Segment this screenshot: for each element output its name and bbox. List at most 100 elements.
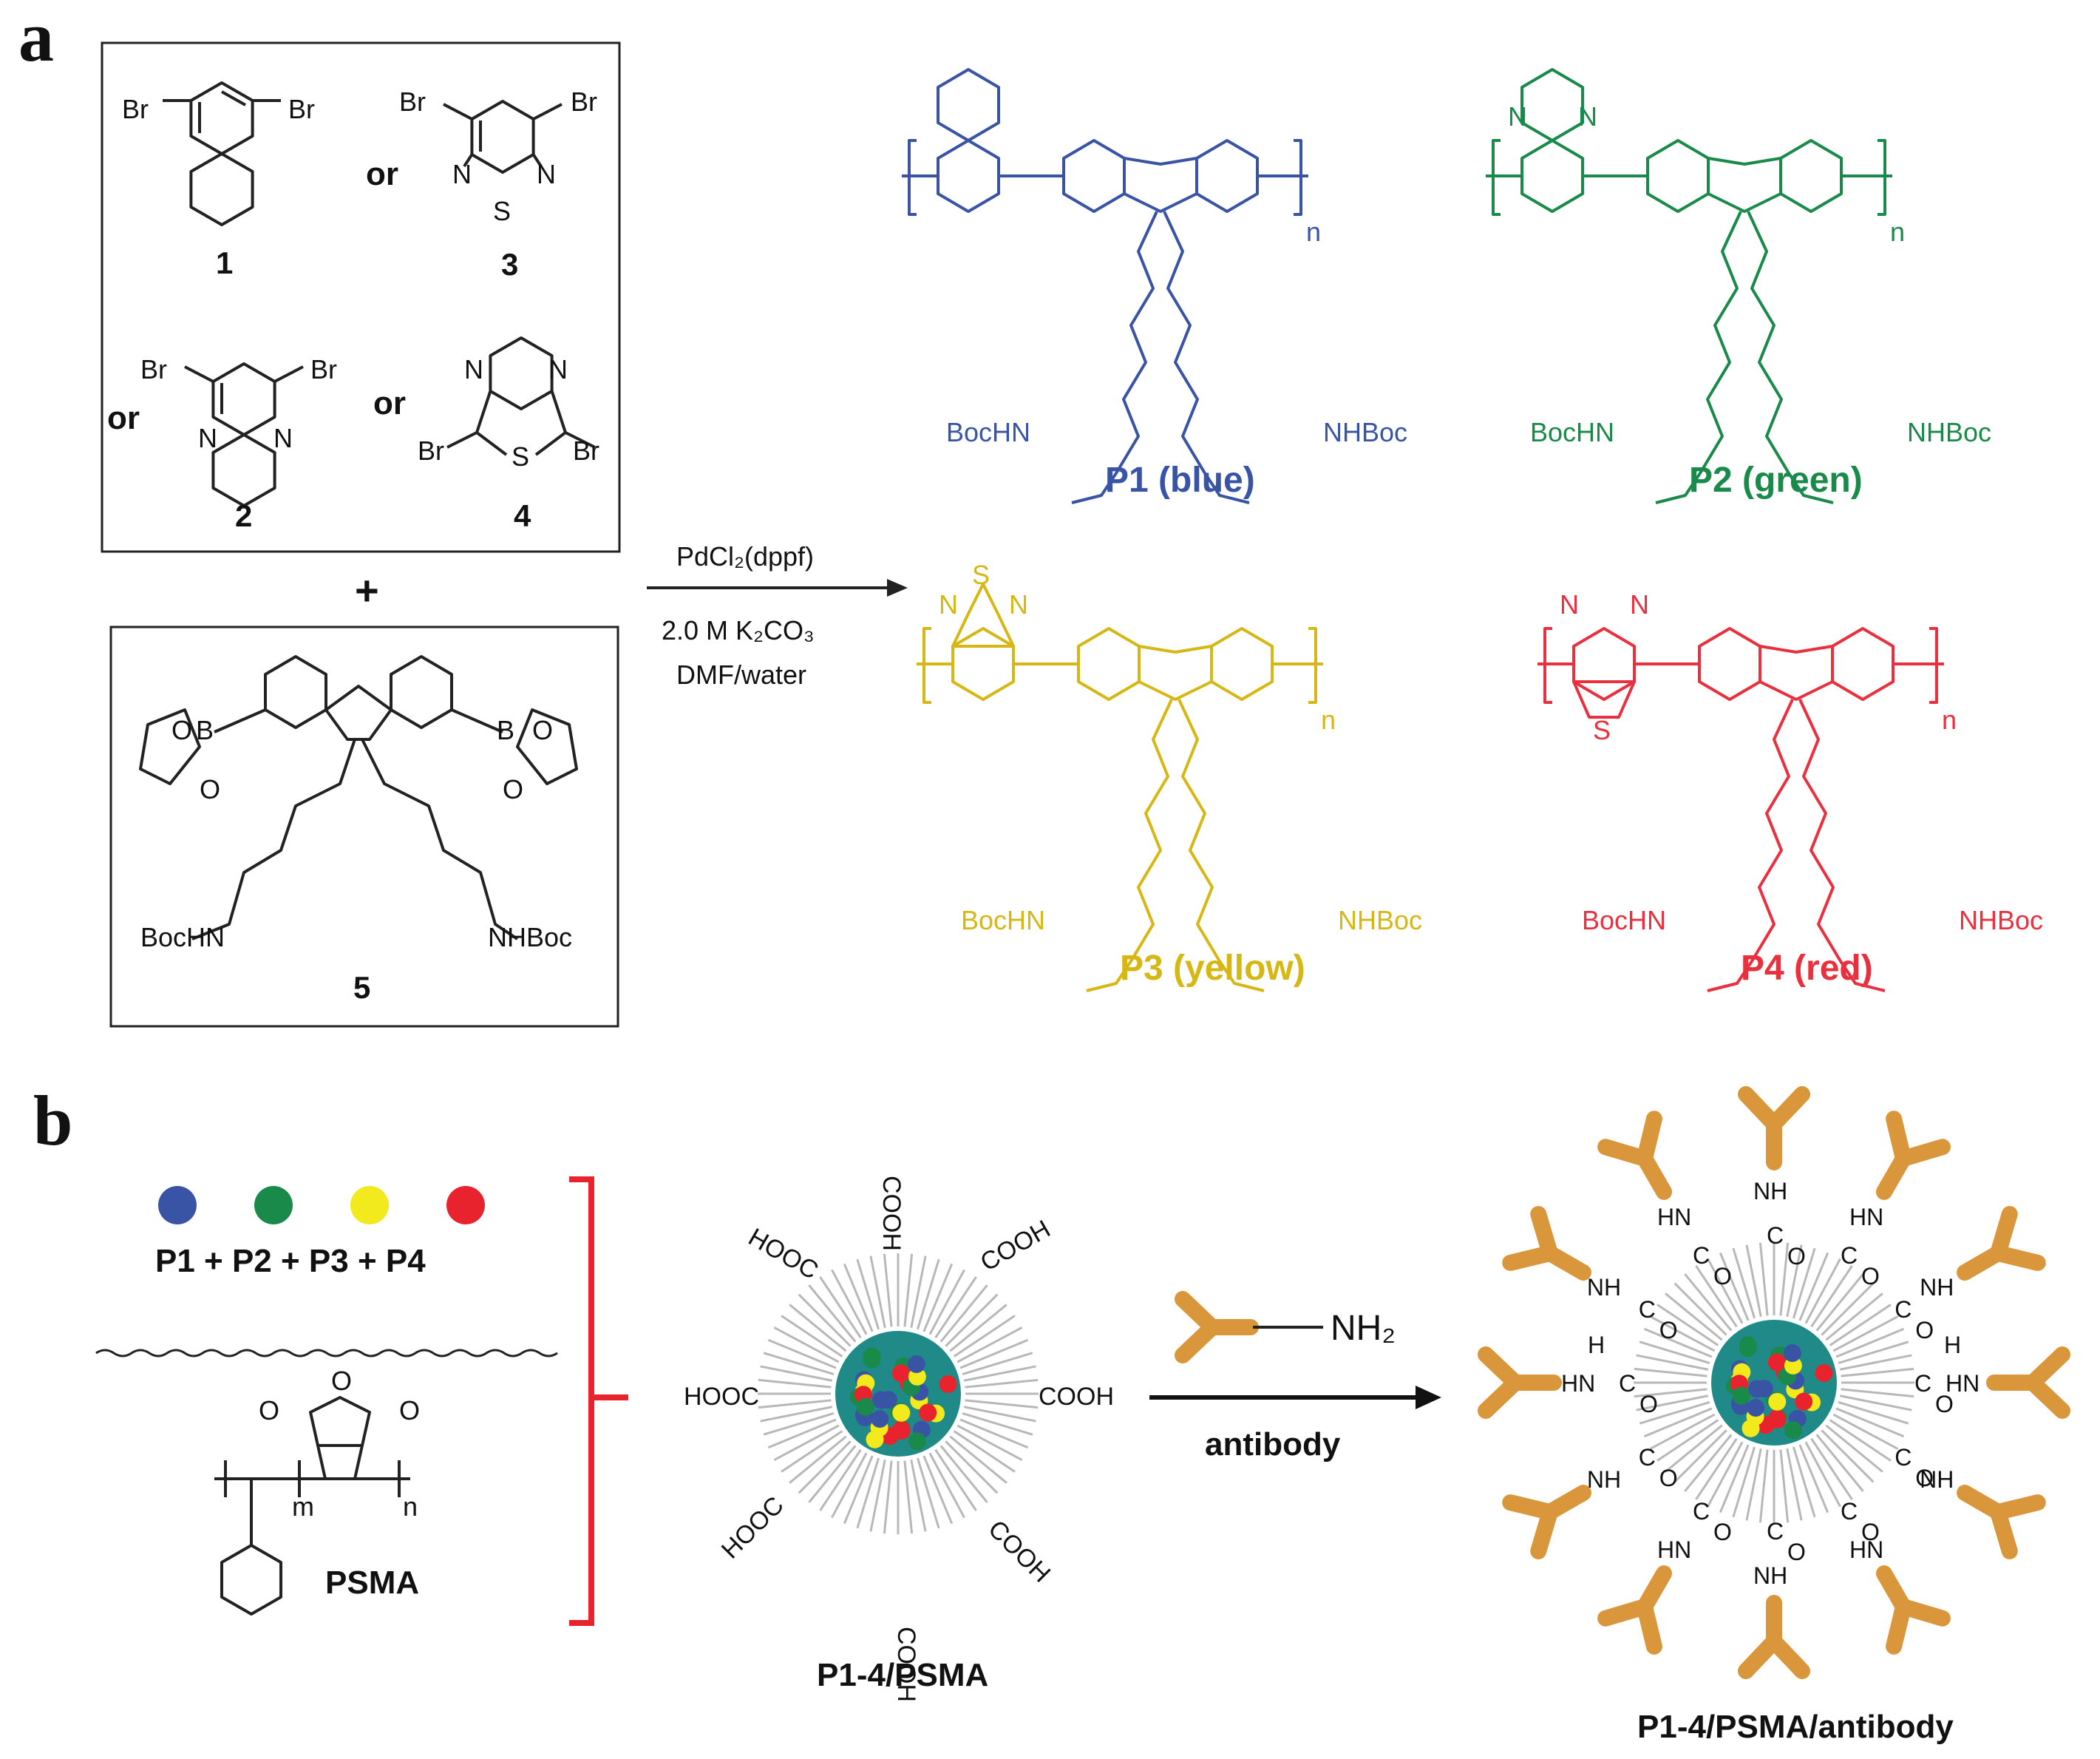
conjugate-ray	[1707, 1258, 1744, 1324]
conjugation-arrowhead	[1416, 1386, 1441, 1409]
amide-o-label: O	[1915, 1317, 1934, 1343]
amide-o-label: O	[1713, 1263, 1732, 1289]
polymer-1-name: P1 (blue)	[1105, 461, 1255, 500]
polymer-structure-3	[917, 583, 1323, 992]
m4-br-left: Br	[418, 435, 444, 466]
cooh-label-1: COOH	[877, 1176, 905, 1251]
polymer-4-amine-right: NHBoc	[1959, 905, 2043, 935]
psma-o-1: O	[259, 1395, 279, 1426]
p14-psma-ray	[928, 1269, 965, 1335]
conjugate-ray	[1832, 1413, 1899, 1450]
amide-c-label: C	[1693, 1242, 1710, 1269]
p14-psma-ray	[808, 1445, 857, 1503]
p14-psma-ray	[758, 1399, 832, 1409]
conjugate-ray	[1821, 1282, 1875, 1336]
conjugate-polymer-dot	[1747, 1399, 1765, 1417]
base-label: 2.0 M K₂CO₃	[662, 615, 815, 645]
conjugate-ray	[1838, 1400, 1909, 1425]
conjugate-ray	[1779, 1242, 1790, 1316]
conjugate-ray	[1732, 1446, 1756, 1518]
m5-oxygen-1: O	[171, 715, 192, 745]
panel-a-letter: a	[18, 0, 54, 76]
conjugate-ray	[1673, 1429, 1727, 1483]
polymer-4-n2: N	[1630, 589, 1649, 620]
m3-br-left: Br	[399, 87, 426, 117]
amide-nh-label: HN	[1561, 1370, 1595, 1397]
polymer-3-name: P3 (yellow)	[1120, 949, 1305, 988]
p14-psma-ray	[781, 1430, 843, 1473]
p14-psma-ray	[843, 1263, 874, 1332]
conjugate-ray	[1804, 1441, 1841, 1508]
conjugate-ray	[1810, 1265, 1853, 1328]
p14-psma-ray	[922, 1455, 954, 1525]
conjugate-ray	[1829, 1304, 1892, 1346]
m2-br-left: Br	[140, 354, 167, 384]
polymer-3-n2: N	[1009, 589, 1028, 620]
monomer-4-structure	[446, 336, 596, 456]
amide-c-label: C	[1619, 1370, 1636, 1397]
polymer-dot-1	[158, 1186, 197, 1224]
conjugate-polymer-dot	[1767, 1353, 1786, 1372]
p14-psma-ray	[928, 1452, 965, 1519]
p14-psma-ray	[959, 1418, 1029, 1449]
amide-o-label: O	[1861, 1519, 1880, 1545]
amide-nh-label: NH	[1587, 1466, 1621, 1493]
amide-nh-label: HN	[1657, 1536, 1691, 1563]
conjugate-ray	[1792, 1247, 1816, 1319]
p14-psma-ray	[883, 1460, 893, 1534]
conjugate-ray	[1719, 1252, 1750, 1321]
p14-psma-ray	[903, 1253, 914, 1327]
conjugate-ray	[1643, 1327, 1713, 1358]
conjugate-ray	[1825, 1424, 1883, 1473]
polymer-2-amine-left: BocHN	[1530, 417, 1614, 447]
conjugate-ray	[1832, 1315, 1899, 1352]
conjugate-polymer-dot	[1732, 1386, 1750, 1405]
m4-s: S	[512, 441, 529, 472]
p14-psma-ray	[831, 1269, 868, 1335]
monomer-2-structure	[184, 362, 304, 507]
p14-psma-ray	[963, 1406, 1036, 1423]
monomer-1-structure	[163, 81, 281, 226]
conjugated-antibody-icon	[1994, 1355, 2062, 1411]
amide-nh-label: NH	[1753, 1178, 1787, 1204]
conjugate-ray	[1798, 1444, 1829, 1514]
conjugate-polymer-dot	[1768, 1409, 1787, 1428]
polymer-structure-4	[1537, 627, 1944, 992]
polymer-2-n1: N	[1508, 101, 1527, 132]
p14-psma-ray	[789, 1435, 847, 1484]
p14-psma-ray	[798, 1293, 852, 1347]
polymer-3-subscript: n	[1321, 705, 1336, 735]
conjugate-ray	[1649, 1413, 1716, 1450]
conjugated-antibody-icon	[1486, 1355, 1554, 1411]
conjugate-ray	[1745, 1448, 1762, 1521]
amide-c-label: C	[1895, 1444, 1912, 1471]
p14-psma-ray	[856, 1258, 880, 1330]
amide-nh-label: HN	[1849, 1204, 1883, 1230]
p14-psma-polymer-dot	[863, 1350, 881, 1369]
amide-c-label: C	[1841, 1498, 1858, 1525]
polymer-3-amine-right: NHBoc	[1338, 905, 1422, 935]
conjugate-ray	[1838, 1341, 1909, 1365]
cooh-label-5: COOH	[892, 1627, 920, 1702]
red-bracket	[569, 1176, 628, 1626]
conjugate-ray	[1798, 1252, 1829, 1321]
conjugate-ray	[1656, 1419, 1719, 1462]
amide-c-label: C	[1767, 1518, 1784, 1545]
p14-psma-ray	[869, 1459, 886, 1532]
m5-amine-left: BocHN	[140, 922, 225, 952]
m3-br-right: Br	[571, 87, 597, 117]
m2-br-right: Br	[310, 354, 337, 384]
p14-psma-ray	[763, 1352, 835, 1376]
amide-c-label: C	[1914, 1370, 1931, 1397]
p14-psma-ray	[789, 1304, 847, 1352]
mixture-label: P1 + P2 + P3 + P4	[155, 1243, 426, 1279]
catalyst-label: PdCl₂(dppf)	[676, 541, 814, 572]
or-label-3: or	[373, 385, 406, 421]
polymer-1-subscript: n	[1306, 217, 1321, 247]
conjugated-antibody-icon	[1746, 1603, 1802, 1671]
p14-psma-polymer-dot	[891, 1364, 910, 1383]
conjugated-antibody-icon	[1860, 1559, 1943, 1647]
psma-m: m	[292, 1491, 314, 1522]
conjugate-ray	[1815, 1273, 1864, 1332]
